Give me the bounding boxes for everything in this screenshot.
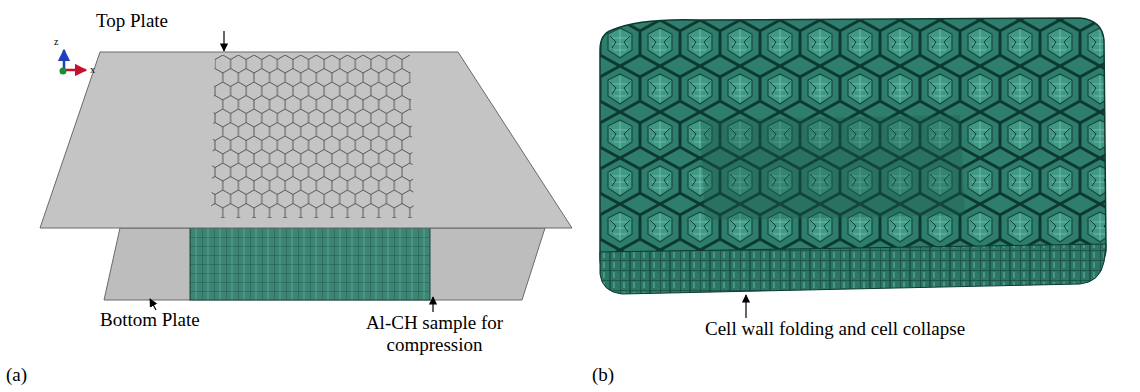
crushed-honeycomb <box>600 18 1106 278</box>
top-plate <box>40 52 572 228</box>
axis-label: x <box>90 64 95 76</box>
collapse-region <box>700 115 965 220</box>
leader-arrow <box>432 297 433 312</box>
panel-label: (a) <box>6 364 27 386</box>
axis-label: z <box>54 36 58 48</box>
leader-arrow <box>150 299 156 310</box>
panel-label: (b) <box>592 364 614 386</box>
axis-triad <box>60 50 87 75</box>
part-label: Bottom Plate <box>100 309 200 331</box>
honeycomb-sample <box>190 226 430 300</box>
part-label: Al-CH sample for compression <box>352 312 517 356</box>
part-label: Top Plate <box>96 10 168 32</box>
crushed-front-face <box>600 244 1106 294</box>
leader-arrow <box>223 31 224 51</box>
leader-arrow <box>745 295 746 318</box>
annotation-label: Cell wall folding and cell collapse <box>705 318 965 340</box>
hexagon-grid <box>211 55 414 218</box>
